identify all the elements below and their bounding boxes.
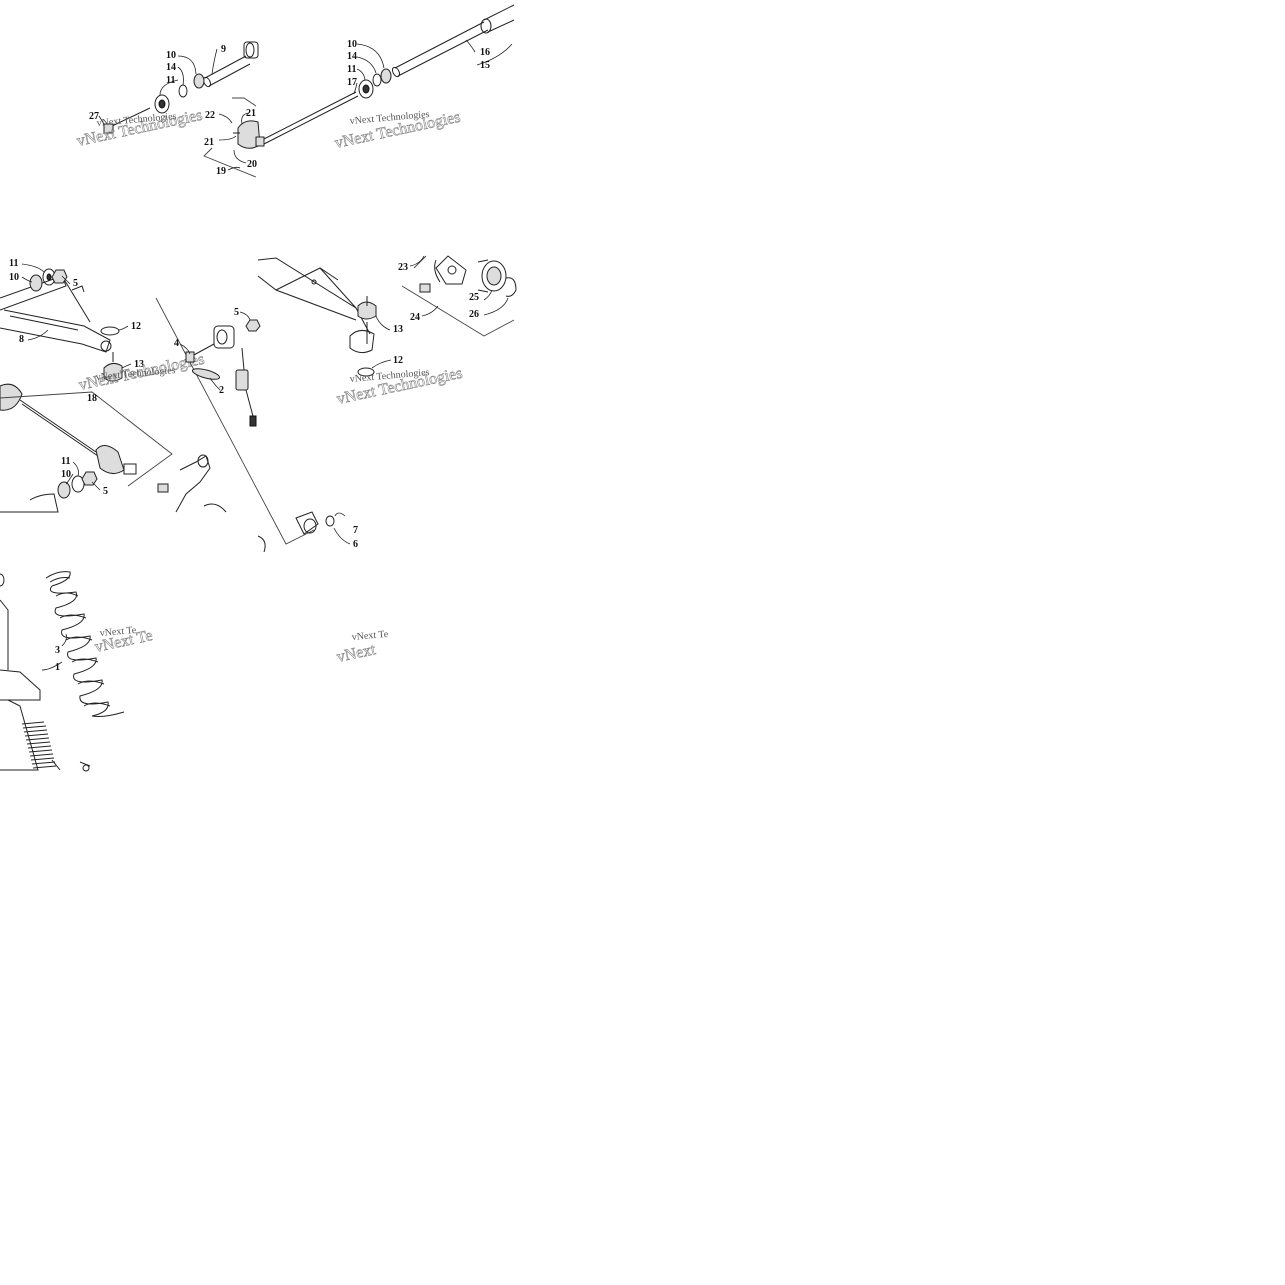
callout-10: 10 <box>61 469 71 480</box>
coil-spring-part-3 <box>45 571 125 717</box>
callout-26: 26 <box>469 309 479 320</box>
middle-center-panel: 5 4 2 7 6 <box>155 297 358 553</box>
middle-right-panel: 23 25 24 26 13 12 vNext Technologies vNe… <box>257 255 517 408</box>
shock-lower-part <box>257 511 335 553</box>
snap-ring-part-12 <box>357 367 375 377</box>
callout-16: 16 <box>480 47 490 58</box>
callout-24: 24 <box>410 312 420 323</box>
washer-part-11 <box>154 94 170 114</box>
arm-part-16 <box>480 4 515 34</box>
top-right-panel: 10 14 11 17 16 15 vNext Technologies vNe… <box>255 4 515 152</box>
callout-25: 25 <box>469 292 479 303</box>
callout-7: 7 <box>353 525 358 536</box>
svg-text:vNext Te: vNext Te <box>99 625 137 639</box>
nut-part-5 <box>245 319 261 332</box>
callout-11: 11 <box>61 456 70 467</box>
washer-part-14 <box>372 73 382 87</box>
bushing-part-10 <box>29 274 43 292</box>
callout-13: 13 <box>134 359 144 370</box>
callout-10: 10 <box>9 272 19 283</box>
bolt-part-27 <box>103 107 151 134</box>
drive-axle-part-18 <box>0 383 137 475</box>
callout-5: 5 <box>103 486 108 497</box>
a-arm-part-8 <box>0 275 112 353</box>
shock-absorber-part-1 <box>0 573 91 772</box>
snap-ring-part-26 <box>505 277 517 297</box>
svg-text:vNext: vNext <box>335 641 377 666</box>
washer-part-11 <box>358 79 374 99</box>
shock-mount-part <box>213 325 257 427</box>
callout-20: 20 <box>247 159 257 170</box>
shock-coil-ribs <box>21 721 57 769</box>
callout-10: 10 <box>347 39 357 50</box>
washer-part-6 <box>325 515 335 527</box>
hub-bracket-part-23 <box>419 255 467 293</box>
bearing-part-25 <box>477 259 507 293</box>
callout-6: 6 <box>353 539 358 550</box>
bolt-part-4 <box>185 343 215 363</box>
shaft-part-17 <box>255 91 359 147</box>
bushing-part-10 <box>57 481 71 499</box>
callout-9: 9 <box>221 44 226 55</box>
callout-15: 15 <box>480 60 490 71</box>
callout-21: 21 <box>246 108 256 119</box>
callout-14: 14 <box>166 62 176 73</box>
snap-ring-part-12 <box>100 326 120 336</box>
callout-23: 23 <box>398 262 408 273</box>
callout-1: 1 <box>55 662 60 673</box>
callout-11: 11 <box>347 64 356 75</box>
callout-12: 12 <box>131 321 141 332</box>
top-left-panel: 9 10 14 11 27 22 21 21 20 19 vNext Techn… <box>75 41 261 178</box>
spring-seat-part-2 <box>191 368 221 380</box>
bottom-left-panel: 3 1 vNext Te vNext Te vNext vNext Te <box>0 571 389 772</box>
nut-part-5 <box>51 269 68 284</box>
callout-11: 11 <box>9 258 18 269</box>
callout-5: 5 <box>234 307 239 318</box>
callout-12: 12 <box>393 355 403 366</box>
ball-joint-part-13 <box>103 352 123 382</box>
bushing-part-10 <box>380 68 392 84</box>
callout-4: 4 <box>174 338 179 349</box>
callout-11: 11 <box>166 75 175 86</box>
callout-3: 3 <box>55 645 60 656</box>
callout-10: 10 <box>166 50 176 61</box>
tube-part-9 <box>202 55 251 88</box>
sleeve-part <box>243 41 259 59</box>
upper-a-arm-part <box>257 257 375 354</box>
callout-5: 5 <box>73 278 78 289</box>
bushing-part-10 <box>193 73 205 89</box>
callout-22: 22 <box>205 110 215 121</box>
callout-13: 13 <box>393 324 403 335</box>
callout-19: 19 <box>216 166 226 177</box>
callout-21: 21 <box>204 137 214 148</box>
middle-left-panel: 11 10 5 12 8 13 18 11 10 5 vNext Technol… <box>0 258 206 513</box>
nut-part-5 <box>81 471 98 486</box>
steering-knuckle-part <box>157 454 227 513</box>
callout-14: 14 <box>347 51 357 62</box>
svg-text:vNext Te: vNext Te <box>351 629 389 643</box>
callout-17: 17 <box>347 77 357 88</box>
callout-2: 2 <box>219 385 224 396</box>
tube-part-15 <box>391 21 489 78</box>
callout-8: 8 <box>19 334 24 345</box>
washer-part-14 <box>178 84 188 98</box>
callout-18: 18 <box>87 393 97 404</box>
callout-27: 27 <box>89 111 99 122</box>
